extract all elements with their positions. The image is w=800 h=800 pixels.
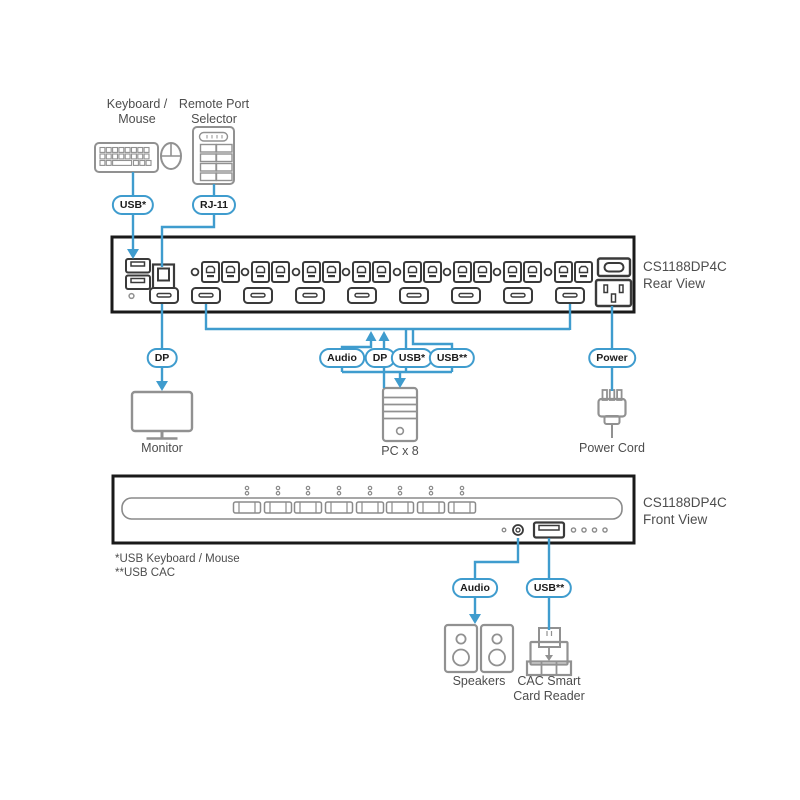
arrowhead-audio-up bbox=[365, 331, 377, 341]
title-line: CS1188DP4C bbox=[643, 495, 727, 510]
remote-port-selector-label: Remote Port Selector bbox=[179, 97, 249, 127]
rear-view-title: CS1188DP4C Rear View bbox=[643, 258, 727, 293]
front-view-box bbox=[111, 474, 636, 545]
arrowhead-monitor bbox=[156, 381, 168, 391]
rear-view-box bbox=[110, 235, 636, 314]
title-line: Front View bbox=[643, 512, 708, 528]
cac-card-reader-icon bbox=[525, 627, 573, 677]
ground-screw bbox=[128, 292, 135, 300]
dp-monitor-pill: DP bbox=[146, 347, 178, 369]
power-cord-label: Power Cord bbox=[579, 441, 645, 455]
usb-pc-pill: USB* bbox=[390, 347, 434, 369]
footnote-line: *USB Keyboard / Mouse bbox=[115, 553, 240, 565]
front-view-title: CS1188DP4C Front View bbox=[643, 494, 727, 529]
label-line: Keyboard / bbox=[106, 97, 168, 111]
connector-wires bbox=[127, 172, 614, 630]
arrowhead-pc-down bbox=[394, 378, 406, 388]
label-line: Card Reader bbox=[513, 688, 585, 703]
cac-reader-label: CAC Smart Card Reader bbox=[513, 674, 585, 704]
monitor-icon bbox=[130, 390, 194, 440]
rj11-pill: RJ-11 bbox=[191, 194, 237, 216]
front-audio-jack bbox=[512, 524, 524, 536]
footnote-line: **USB CAC bbox=[115, 566, 176, 579]
footnotes: *USB Keyboard / Mouse **USB CAC bbox=[115, 553, 240, 581]
console-usb-ports bbox=[125, 258, 151, 290]
dp-pc-pill: DP bbox=[364, 347, 396, 369]
console-dp-port bbox=[149, 287, 179, 304]
usb-keyboard-pill: USB* bbox=[111, 194, 155, 216]
usb-cac-pc-pill: USB** bbox=[428, 347, 476, 369]
pc-tower-icon bbox=[381, 386, 419, 443]
power-pill: Power bbox=[588, 347, 636, 369]
power-inlet bbox=[594, 278, 633, 308]
front-faceplate-groove bbox=[121, 497, 623, 520]
front-status-leds bbox=[570, 527, 608, 533]
arrowhead-usb-in bbox=[127, 249, 139, 259]
label-line: Mouse bbox=[118, 111, 156, 126]
arrowhead-speakers bbox=[469, 614, 481, 624]
keyboard-mouse-label: Keyboard / Mouse bbox=[107, 97, 167, 127]
usb-cac-reader-pill: USB** bbox=[525, 577, 573, 599]
audio-speakers-pill: Audio bbox=[452, 577, 498, 599]
label-line: Selector bbox=[191, 111, 237, 126]
speakers-label: Speakers bbox=[452, 674, 506, 688]
remote-port-selector-icon bbox=[192, 126, 235, 185]
power-cord-icon bbox=[597, 389, 627, 438]
title-line: CS1188DP4C bbox=[643, 259, 727, 274]
pc-label: PC x 8 bbox=[381, 444, 419, 458]
mouse-icon bbox=[160, 142, 182, 170]
label-line: Remote Port bbox=[178, 97, 250, 111]
power-switch bbox=[596, 257, 632, 278]
arrowhead-dp-up bbox=[378, 331, 390, 341]
title-line: Rear View bbox=[643, 276, 706, 292]
audio-pc-pill: Audio bbox=[319, 347, 365, 369]
keyboard-icon bbox=[94, 142, 159, 173]
rj11-port bbox=[151, 263, 176, 291]
speakers-icon bbox=[443, 623, 515, 674]
front-led bbox=[501, 527, 507, 533]
monitor-label: Monitor bbox=[141, 441, 183, 455]
label-line: CAC Smart bbox=[517, 674, 581, 688]
front-usb-port bbox=[532, 521, 566, 539]
